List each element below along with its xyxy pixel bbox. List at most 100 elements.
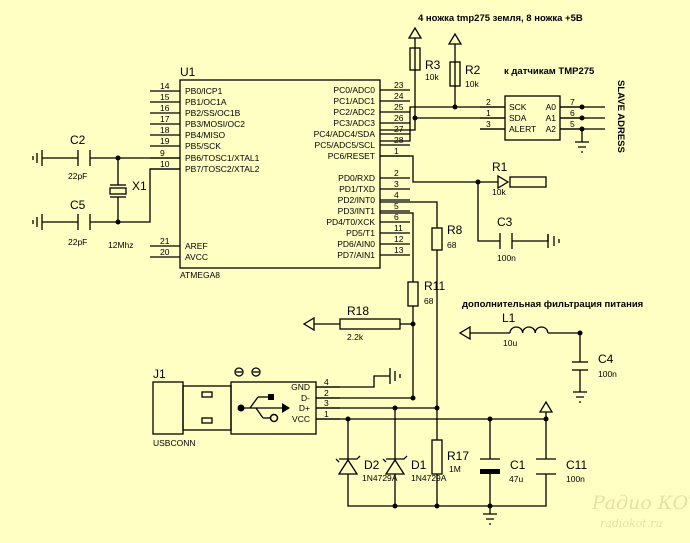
usb-contact-top [201,391,213,398]
c11-value: 100n [566,474,585,484]
x1-value: 12Mhz [108,240,134,250]
c4-value: 100n [598,369,617,379]
capacitor-c1: C1 47u [480,455,526,484]
crystal-x1: X1 12Mhz [108,179,147,250]
resistor-r3: R3 10k [409,47,441,82]
usb-pin-number: 3 [324,398,329,408]
mcu-left-pin-name: PB3/MOSI/OC2 [185,119,245,129]
watermark-url: radiokot.ru [600,517,663,530]
d2-value: 1N4729A [362,473,398,483]
mcu-right-pin-number: 1 [394,146,399,156]
capacitor-c5: C5 22pF [68,198,91,247]
c3-value: 100n [497,253,516,263]
capacitor-c3: C3 100n [497,215,516,263]
resistor-r1: R1 10k [492,160,547,197]
watermark: Радио КОТ radiokot.ru [591,492,690,530]
mcu-left-pin-name: PB4/MISO [185,130,226,140]
mcu-left-pin-name: AREF [185,241,208,251]
capacitor-c11: C11 100n [536,458,587,484]
mcu-right-pin-name: PD7/AIN1 [337,250,375,260]
r18-value: 2.2k [347,332,364,342]
power-filter-note: дополнительная фильтрация питания [462,299,643,310]
mcu-right-pin-name: PC2/ADC2 [333,107,375,117]
usb-shell [152,381,184,435]
sensor-right-pin-name: A1 [546,113,557,123]
c1-value: 47u [509,474,523,484]
r17-value: 1M [449,464,461,474]
mcu-right-pin-name: PD0/RXD [338,173,375,183]
mcu-right-pin-number: 26 [394,113,404,123]
resistor-r18: R18 2.2k [339,304,401,342]
usb-pin-number: 2 [324,388,329,398]
x1-ref: X1 [132,179,147,193]
mcu-ref: U1 [180,65,196,79]
mcu-left-pin-number: 9 [160,148,165,158]
mcu-right-pin-number: 6 [394,212,399,222]
mcu-right-pin-name: PC6/RESET [328,151,375,161]
inductor-l1: L1 10u [502,311,549,348]
mcu-left-pin-name: PB1/OC1A [185,97,227,107]
sensor-right-pin-number: 7 [570,97,575,107]
zener-d1: D1 1N4729A [382,455,447,483]
r1-ref: R1 [492,160,508,174]
vcc-arrow-icons [302,26,554,413]
mcu-left-pin-number: 10 [160,159,170,169]
mcu-left-pin-number: 21 [160,236,170,246]
mcu-left-pin-name: PB7/TOSC2/XTAL2 [185,164,260,174]
mcu-right-pin-number: 2 [394,168,399,178]
mcu-right-pin-name: PD3/INT1 [338,206,376,216]
mcu-right-pin-number: 27 [394,124,404,134]
sensor-left-pin-number: 2 [486,97,491,107]
mcu-right-pin-name: PD6/AIN0 [337,239,375,249]
r8-ref: R8 [447,223,463,237]
r8-value: 68 [447,240,457,250]
mcu-left-pin-number: 14 [160,81,170,91]
l1-ref: L1 [502,311,516,325]
mcu-left-pin-name: AVCC [185,252,208,262]
r3-value: 10k [425,72,439,82]
mcu-right-pin-number: 12 [394,234,404,244]
c3-ref: C3 [497,215,513,229]
mcu-right-pin-number: 11 [394,223,403,233]
usb-pin-name: D+ [299,403,310,413]
junctions [115,104,585,509]
sensor-left-pin-name: ALERT [509,124,536,134]
mcu-part: ATMEGA8 [180,270,220,280]
c11-ref: C11 [566,458,587,472]
sensor-right-pin-number: 6 [570,108,575,118]
mcu-right-pin-name: PD2/INT0 [338,195,376,205]
mcu-right-pin-number: 28 [394,135,404,145]
usb-polarity-icons [234,367,261,377]
mcu-left-pin-number: 17 [160,114,170,124]
mcu-right-pin-name: PD5/T1 [346,228,375,238]
usb-pin-name: GND [291,382,310,392]
mcu-right-pin-name: PD4/T0/XCK [326,217,375,227]
usb-contact-bottom [201,417,213,424]
r3-ref: R3 [425,58,441,72]
usb-pin-number: 4 [324,377,329,387]
mcu-right-pins: 23PC0/ADC024PC1/ADC125PC2/ADC226PC3/ADC3… [314,80,410,260]
r11-value: 68 [424,296,434,306]
sensor-right-pin-7: 7A0 [546,97,582,112]
l1-value: 10u [503,338,517,348]
sensor-left-pin-number: 1 [486,108,491,118]
usb-part: USBCONN [153,438,196,448]
mcu-right-pin-number: 4 [394,190,399,200]
sensor-left-pin-name: SDA [509,113,527,123]
